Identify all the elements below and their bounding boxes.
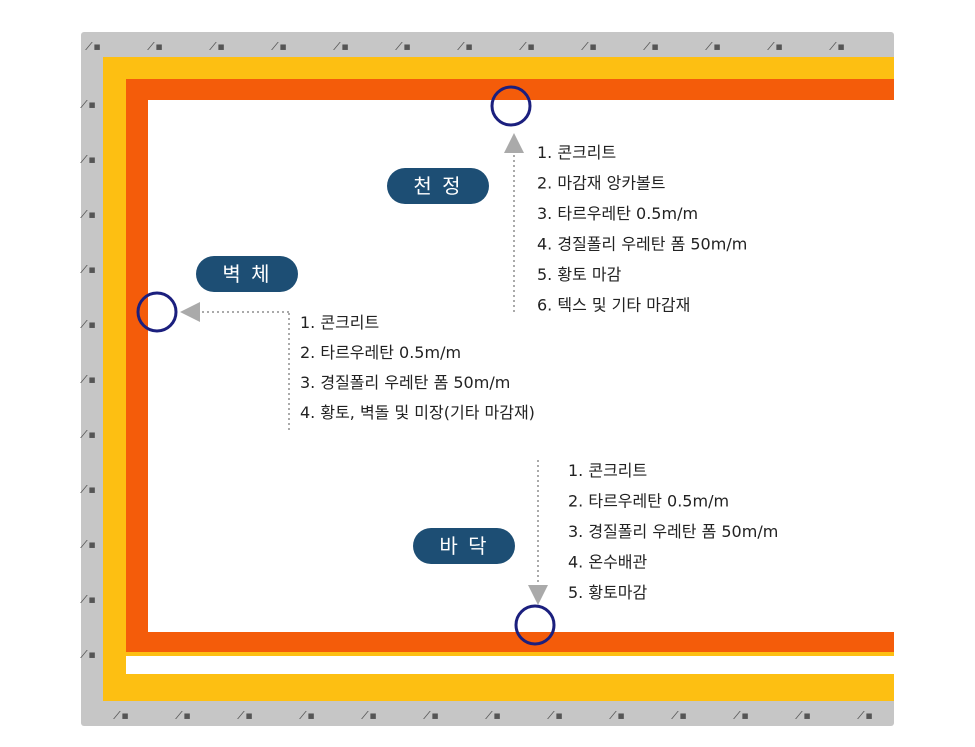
ceiling-layer-item: 6. 텍스 및 기타 마감재 [537, 296, 690, 315]
hatch-mark: ⁄ ▪ [829, 40, 845, 53]
concrete-hatch-marks: ⁄ ▪ ⁄ ▪ ⁄ ▪ ⁄ ▪ ⁄ ▪ ⁄ ▪ ⁄ ▪ ⁄ ▪ ⁄ ▪ ⁄ ▪ ⁄ ▪ ⁄ ▪ ⁄ ▪ ⁄… [80, 40, 873, 722]
hatch-mark: ⁄ ▪ [85, 40, 101, 53]
floor-layer-item: 2. 타르우레탄 0.5m/m [568, 492, 729, 511]
hatch-mark: ⁄ ▪ [423, 709, 439, 722]
wall-group: 벽 체 1. 콘크리트 2. 타르우레탄 0.5m/m 3. 경질폴리 우레탄 폼 … [136, 256, 535, 430]
hatch-mark: ⁄ ▪ [643, 40, 659, 53]
hatch-mark: ⁄ ▪ [705, 40, 721, 53]
wall-layer-item: 1. 콘크리트 [300, 313, 379, 332]
hatch-mark: ⁄ ▪ [80, 483, 96, 496]
ceiling-group: 천 정 1. 콘크리트 2. 마감재 앙카볼트 3. 타르우레탄 0.5m/m 4. … [387, 85, 747, 315]
hatch-mark: ⁄ ▪ [113, 709, 129, 722]
ceiling-layer-item: 2. 마감재 앙카볼트 [537, 174, 665, 193]
ceiling-tag-text: 천 정 [413, 174, 462, 198]
wall-layer-list: 1. 콘크리트 2. 타르우레탄 0.5m/m 3. 경질폴리 우레탄 폼 50m/… [300, 313, 535, 422]
floor-tag [413, 528, 515, 564]
hatch-mark: ⁄ ▪ [547, 709, 563, 722]
wall-marker [136, 291, 178, 333]
hatch-mark: ⁄ ▪ [80, 593, 96, 606]
hatch-mark: ⁄ ▪ [733, 709, 749, 722]
hatch-mark: ⁄ ▪ [80, 373, 96, 386]
floor-layer-item: 5. 황토마감 [568, 583, 648, 602]
floor-layer-item: 4. 온수배관 [568, 553, 648, 572]
wall-layer-item: 2. 타르우레탄 0.5m/m [300, 343, 461, 362]
hatch-mark: ⁄ ▪ [237, 709, 253, 722]
wall-layer-item: 3. 경질폴리 우레탄 폼 50m/m [300, 373, 510, 392]
hatch-mark: ⁄ ▪ [80, 538, 96, 551]
floor-marker [514, 604, 556, 646]
ceiling-tag [387, 168, 489, 204]
hatch-mark: ⁄ ▪ [80, 318, 96, 331]
hatch-mark: ⁄ ▪ [609, 709, 625, 722]
floor-layer-list: 1. 콘크리트 2. 타르우레탄 0.5m/m 3. 경질폴리 우레탄 폼 50m/… [568, 461, 778, 602]
ceiling-layer-item: 4. 경질폴리 우레탄 폼 50m/m [537, 235, 747, 254]
hatch-mark: ⁄ ▪ [80, 648, 96, 661]
hatch-mark: ⁄ ▪ [795, 709, 811, 722]
ceiling-layer-item: 3. 타르우레탄 0.5m/m [537, 204, 698, 223]
hatch-mark: ⁄ ▪ [80, 208, 96, 221]
hatch-mark: ⁄ ▪ [80, 98, 96, 111]
wall-tag-text: 벽 체 [222, 262, 271, 286]
floor-layer-item: 3. 경질폴리 우레탄 폼 50m/m [568, 522, 778, 541]
hatch-mark: ⁄ ▪ [485, 709, 501, 722]
hatch-mark: ⁄ ▪ [671, 709, 687, 722]
hatch-mark: ⁄ ▪ [80, 153, 96, 166]
hatch-mark: ⁄ ▪ [395, 40, 411, 53]
hatch-mark: ⁄ ▪ [767, 40, 783, 53]
hatch-mark: ⁄ ▪ [209, 40, 225, 53]
interior-space [148, 100, 894, 632]
floor-tag-text: 바 닥 [439, 534, 488, 558]
hatch-mark: ⁄ ▪ [299, 709, 315, 722]
hatch-mark: ⁄ ▪ [271, 40, 287, 53]
ceiling-layer-item: 5. 황토 마감 [537, 265, 622, 284]
ceiling-layer-list: 1. 콘크리트 2. 마감재 앙카볼트 3. 타르우레탄 0.5m/m 4. 경질폴리… [537, 143, 747, 315]
hatch-mark: ⁄ ▪ [175, 709, 191, 722]
hatch-mark: ⁄ ▪ [519, 40, 535, 53]
hatch-mark: ⁄ ▪ [361, 709, 377, 722]
wall-tag [196, 256, 298, 292]
hatch-mark: ⁄ ▪ [333, 40, 349, 53]
hatch-mark: ⁄ ▪ [80, 263, 96, 276]
hatch-mark: ⁄ ▪ [457, 40, 473, 53]
hatch-mark: ⁄ ▪ [857, 709, 873, 722]
bottom-white-strip [126, 656, 894, 674]
floor-group: 바 닥 1. 콘크리트 2. 타르우레탄 0.5m/m 3. 경질폴리 우레탄 폼 … [413, 460, 778, 646]
ceiling-marker [490, 85, 532, 127]
hatch-mark: ⁄ ▪ [147, 40, 163, 53]
hatch-mark: ⁄ ▪ [80, 428, 96, 441]
floor-layer-item: 1. 콘크리트 [568, 461, 647, 480]
hatch-mark: ⁄ ▪ [581, 40, 597, 53]
wall-layer-item: 4. 황토, 벽돌 및 미장(기타 마감재) [300, 403, 535, 422]
ceiling-layer-item: 1. 콘크리트 [537, 143, 616, 162]
